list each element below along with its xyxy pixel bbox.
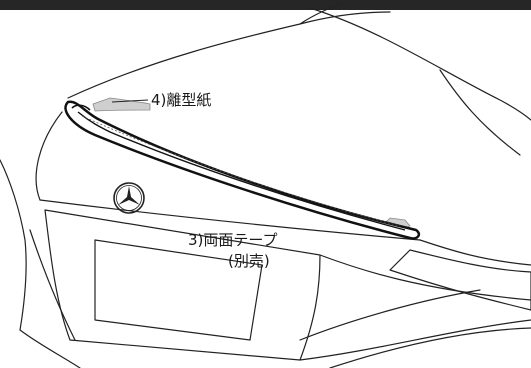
tail-lamp	[389, 249, 531, 311]
top-bar	[0, 0, 531, 10]
rear-spoiler	[64, 100, 421, 240]
label-release-paper: 4)離型紙	[151, 91, 211, 109]
license-plate-recess	[44, 209, 321, 361]
rear-window-outline	[67, 11, 391, 99]
roof-line	[309, 7, 531, 121]
star-emblem-icon	[113, 182, 145, 214]
trunk-lid-edge	[35, 111, 63, 201]
label-sold-separately: (別売)	[228, 252, 270, 270]
label-double-sided-tape: 3)両面テープ	[188, 231, 278, 249]
leader-line-release-paper	[111, 99, 149, 103]
